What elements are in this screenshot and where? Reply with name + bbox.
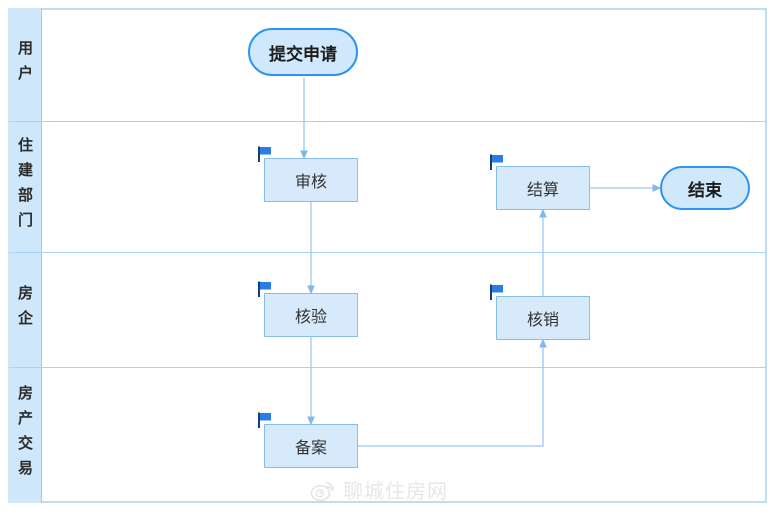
- flag-icon: [258, 281, 271, 297]
- lane-divider: [9, 367, 766, 368]
- node-label: 提交申请: [269, 44, 337, 64]
- lane-label: 住建部门: [16, 136, 33, 237]
- node-label: 审核: [294, 174, 327, 191]
- node-review: 审核: [264, 158, 358, 202]
- lane-divider: [9, 121, 766, 122]
- diagram-frame: [8, 8, 767, 503]
- node-label: 结束: [688, 180, 722, 200]
- node-label: 备案: [294, 440, 327, 457]
- lane-label: 房产交易: [16, 385, 33, 485]
- flag-icon: [258, 146, 271, 162]
- node-record: 备案: [264, 424, 358, 468]
- node-settle: 结算: [496, 166, 590, 210]
- node-end: 结束: [660, 166, 750, 210]
- node-label: 核销: [526, 312, 559, 329]
- node-verify: 核验: [264, 293, 358, 337]
- node-label: 结算: [526, 182, 559, 199]
- lane-developer: 房企: [8, 252, 41, 367]
- weibo-logo-icon: [310, 481, 335, 501]
- lane-user: 用户: [8, 8, 41, 121]
- node-start: 提交申请: [248, 28, 358, 76]
- lane-label: 用户: [16, 39, 33, 90]
- watermark-text: 聊城住房网: [343, 481, 448, 503]
- watermark: 聊城住房网: [310, 475, 448, 504]
- node-writeoff: 核销: [496, 296, 590, 340]
- flag-icon: [490, 154, 503, 170]
- swimlane-label-column: 用户 住建部门 房企 房产交易: [8, 8, 42, 503]
- lane-divider: [9, 252, 766, 253]
- lane-label: 房企: [16, 284, 33, 335]
- lane-housing-dept: 住建部门: [8, 121, 41, 252]
- flag-icon: [490, 284, 503, 300]
- lane-property-trade: 房产交易: [8, 367, 41, 503]
- node-label: 核验: [294, 309, 327, 326]
- flag-icon: [258, 412, 271, 428]
